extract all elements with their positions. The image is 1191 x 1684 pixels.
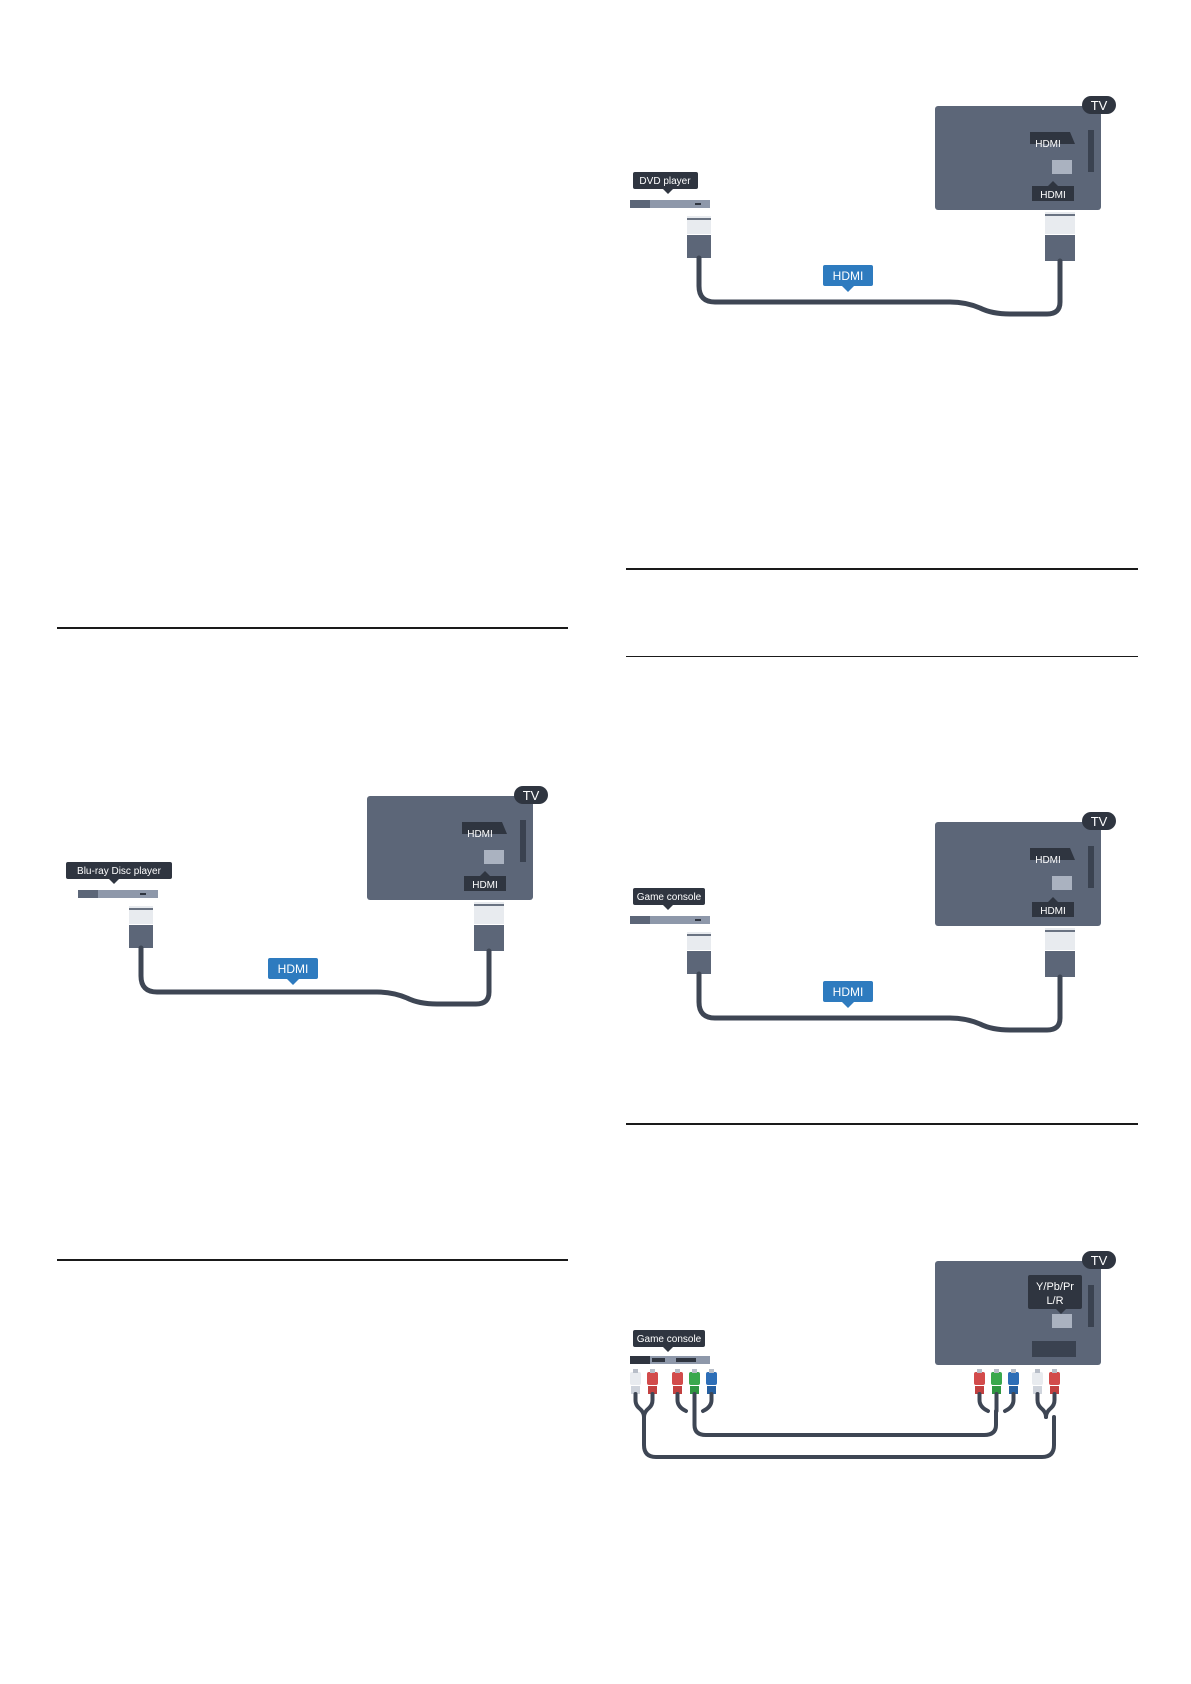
- plug-red-left: [647, 1369, 658, 1394]
- plug-green-y: [991, 1369, 1002, 1394]
- plug-red-pr: [672, 1369, 683, 1394]
- device-label: DVD player: [633, 172, 698, 194]
- plug-blue-pb: [706, 1369, 717, 1394]
- tv-port-label: Y/Pb/Pr L/R: [1028, 1275, 1082, 1314]
- section-divider: [57, 627, 568, 629]
- svg-text:TV: TV: [1091, 98, 1108, 113]
- svg-text:Blu-ray Disc player: Blu-ray Disc player: [77, 866, 162, 877]
- svg-text:HDMI: HDMI: [472, 880, 498, 891]
- component-cables: [633, 1392, 1057, 1459]
- cable-hdmi-label: HDMI: [268, 958, 318, 985]
- plug-white-right: [1032, 1369, 1043, 1394]
- tv: TV HDMI HDMI: [935, 96, 1116, 210]
- cable-hdmi-label: HDMI: [823, 981, 873, 1008]
- game-console-device: Game console: [630, 1330, 710, 1364]
- tv: TV Y/Pb/Pr L/R: [935, 1251, 1116, 1365]
- svg-text:HDMI: HDMI: [278, 962, 309, 976]
- hdmi-cable: [696, 255, 1063, 317]
- device-label: Game console: [633, 1330, 705, 1352]
- device-label: Game console: [633, 888, 705, 910]
- source-hdmi-plug: [129, 906, 153, 948]
- tv-badge: TV: [1082, 1251, 1116, 1269]
- hdmi-cable: [696, 971, 1063, 1033]
- bluray-hdmi-diagram: TV HDMI HDMI Blu-ray Disc player: [66, 786, 548, 1007]
- tv-component-plugs: [974, 1369, 1060, 1394]
- svg-text:Game console: Game console: [637, 1334, 702, 1345]
- svg-text:DVD player: DVD player: [639, 176, 691, 187]
- tv-badge: TV: [1082, 96, 1116, 114]
- section-divider: [626, 656, 1138, 657]
- device-label: Blu-ray Disc player: [66, 862, 172, 884]
- tv-plug-label: HDMI: [1032, 897, 1074, 917]
- tv-port-label: HDMI: [1030, 132, 1075, 150]
- game-console-hdmi-diagram: TV HDMI HDMI Game console: [630, 812, 1116, 1033]
- svg-text:Game console: Game console: [637, 892, 702, 903]
- game-console-ypbpr-diagram: TV Y/Pb/Pr L/R Game console: [630, 1251, 1116, 1459]
- hdmi-cable: [138, 945, 492, 1007]
- svg-text:HDMI: HDMI: [833, 269, 864, 283]
- source-hdmi-plug: [687, 216, 711, 258]
- tv: TV HDMI HDMI: [367, 786, 548, 900]
- svg-text:HDMI: HDMI: [1035, 139, 1061, 150]
- tv-badge: TV: [1082, 812, 1116, 830]
- source-hdmi-plug: [687, 932, 711, 974]
- tv-port-label: HDMI: [462, 822, 507, 840]
- tv-hdmi-plug: [1045, 212, 1075, 261]
- tv-hdmi-plug: [474, 902, 504, 951]
- section-divider: [57, 1259, 568, 1261]
- plug-red-right: [1049, 1369, 1060, 1394]
- svg-text:L/R: L/R: [1046, 1295, 1063, 1307]
- svg-text:HDMI: HDMI: [1035, 855, 1061, 866]
- plug-white-left: [630, 1369, 641, 1394]
- tv-port-label: HDMI: [1030, 848, 1075, 866]
- tv-hdmi-plug: [1045, 928, 1075, 977]
- dvd-player-hdmi-diagram: TV HDMI HDMI DVD player HD: [630, 96, 1116, 317]
- svg-text:TV: TV: [523, 788, 540, 803]
- plug-green-y: [689, 1369, 700, 1394]
- game-console-device: Game console: [630, 888, 710, 924]
- svg-text:TV: TV: [1091, 1253, 1108, 1268]
- cable-hdmi-label: HDMI: [823, 265, 873, 292]
- tv: TV HDMI HDMI: [935, 812, 1116, 926]
- plug-red-pr: [974, 1369, 985, 1394]
- svg-text:TV: TV: [1091, 814, 1108, 829]
- console-component-plugs: [630, 1369, 717, 1394]
- svg-text:HDMI: HDMI: [1040, 906, 1066, 917]
- svg-text:HDMI: HDMI: [833, 985, 864, 999]
- tv-badge: TV: [514, 786, 548, 804]
- plug-blue-pb: [1008, 1369, 1019, 1394]
- svg-text:Y/Pb/Pr: Y/Pb/Pr: [1036, 1281, 1074, 1293]
- tv-plug-label: HDMI: [1032, 181, 1074, 201]
- dvd-player-device: DVD player: [630, 172, 710, 208]
- tv-plug-label: HDMI: [464, 871, 506, 891]
- svg-text:HDMI: HDMI: [467, 829, 493, 840]
- section-divider: [626, 568, 1138, 570]
- section-divider: [626, 1123, 1138, 1125]
- bluray-player-device: Blu-ray Disc player: [66, 862, 172, 898]
- svg-text:HDMI: HDMI: [1040, 190, 1066, 201]
